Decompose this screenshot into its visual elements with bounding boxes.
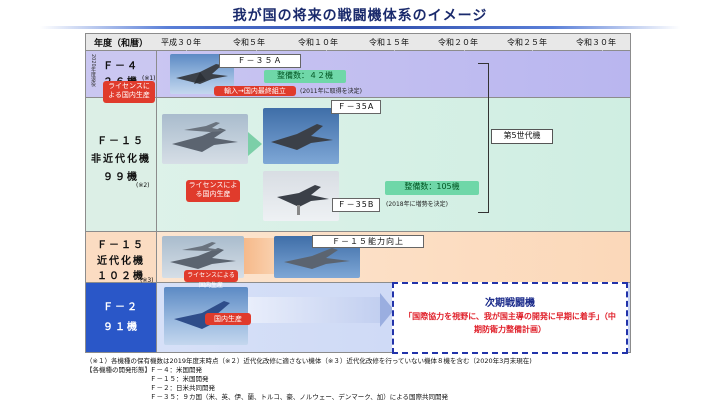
f15m-name: Ｆ－１５: [86, 236, 156, 251]
upgrade-box: Ｆ－１５能力向上: [312, 235, 424, 248]
year-r30: 令和３０年: [576, 37, 616, 48]
year-h30: 平成３０年: [161, 37, 201, 48]
row-f2-label: Ｆ－２ ９１機: [86, 283, 157, 352]
model-f35a-box: Ｆ－３５Ａ: [219, 54, 301, 68]
license-tag-f15j: ライセンスによる国内生産: [186, 180, 240, 202]
next-fighter-box: 次期戦闘機 「国際協力を視野に、我が国主導の開発に早期に着手」（中期防衛力整備計…: [392, 282, 628, 354]
license-tag-f15m: ライセンスによる国内生産: [184, 270, 238, 282]
license-tag-f4: ライセンスによる国内生産: [103, 81, 155, 103]
year-r15: 令和１５年: [369, 37, 409, 48]
f15j-type: 非近代化機: [86, 150, 156, 165]
f2-timeline-band: [248, 297, 380, 323]
next-fighter-title: 次期戦闘機: [394, 294, 626, 309]
count-105-note: (2018年に増勢を決定): [386, 199, 448, 208]
row-f4: 2020年度退役 Ｆ－４ ２６機 (※1) Ｆ－３５Ａ 整備数：４２機 (201…: [86, 51, 630, 98]
count-42-note: (2011年に取得を決定): [300, 86, 362, 95]
footnote-dev-head: 【各機種の開発形態】: [86, 364, 151, 374]
f15m-type: 近代化機: [86, 252, 156, 267]
count-42-tag: 整備数：４２機: [264, 70, 346, 83]
year-r10: 令和１０年: [298, 37, 338, 48]
row-f15j-label: Ｆ－１５ 非近代化機 ９９機 (※2): [86, 98, 157, 231]
row-f15m: Ｆ－１５ 近代化機 １０２機 (※3) Ｆ－１５能力向上: [86, 232, 630, 283]
import-assembly-tag: 輸入→国内最終組立: [214, 86, 296, 96]
year-header: 年度（和暦） 平成３０年 令和５年 令和１０年 令和１５年 令和２０年 令和２５…: [86, 34, 630, 51]
gen5-label: 第5世代機: [491, 129, 553, 144]
f15j-note: (※2): [136, 182, 150, 189]
f15j-name: Ｆ－１５: [86, 132, 156, 147]
f35b-photo: [263, 171, 339, 221]
arrow-right-icon: [248, 132, 262, 156]
row-f15m-label: Ｆ－１５ 近代化機 １０２機 (※3): [86, 232, 157, 282]
model-f35a-box-2: Ｆ－35A: [331, 100, 381, 114]
f2-name: Ｆ－２: [86, 298, 156, 313]
year-r5: 令和５年: [233, 37, 265, 48]
f35a-photo-2: [263, 108, 339, 164]
gen5-brace: [478, 63, 489, 213]
f15j-count: ９９機: [86, 168, 156, 183]
domestic-production-tag: 国内生産: [205, 313, 251, 325]
year-r20: 令和２０年: [438, 37, 478, 48]
f15-photo: [162, 114, 248, 164]
page-title: 我が国の将来の戦闘機体系のイメージ: [0, 5, 720, 25]
f2-count: ９１機: [86, 318, 156, 333]
row-f15j: Ｆ－１５ 非近代化機 ９９機 (※2) Ｆ－35A Ｆ－35B 整備数：105機…: [86, 98, 630, 232]
upgrade-arrow-band: [244, 238, 274, 274]
year-r25: 令和２５年: [507, 37, 547, 48]
count-105-tag: 整備数：105機: [385, 181, 479, 195]
year-header-label: 年度（和暦）: [88, 36, 154, 49]
f4-name: Ｆ－４: [86, 57, 156, 72]
next-fighter-text: 「国際協力を視野に、我が国主導の開発に早期に着手」（中期防衛力整備計画）: [402, 310, 618, 336]
footnote-dev-f35: Ｆ－３５：９カ国（米、英、伊、蘭、トルコ、豪、ノルウェー、デンマーク、加）による…: [150, 391, 448, 401]
model-f35b-box: Ｆ－35B: [332, 198, 380, 212]
title-underline: [40, 26, 680, 29]
